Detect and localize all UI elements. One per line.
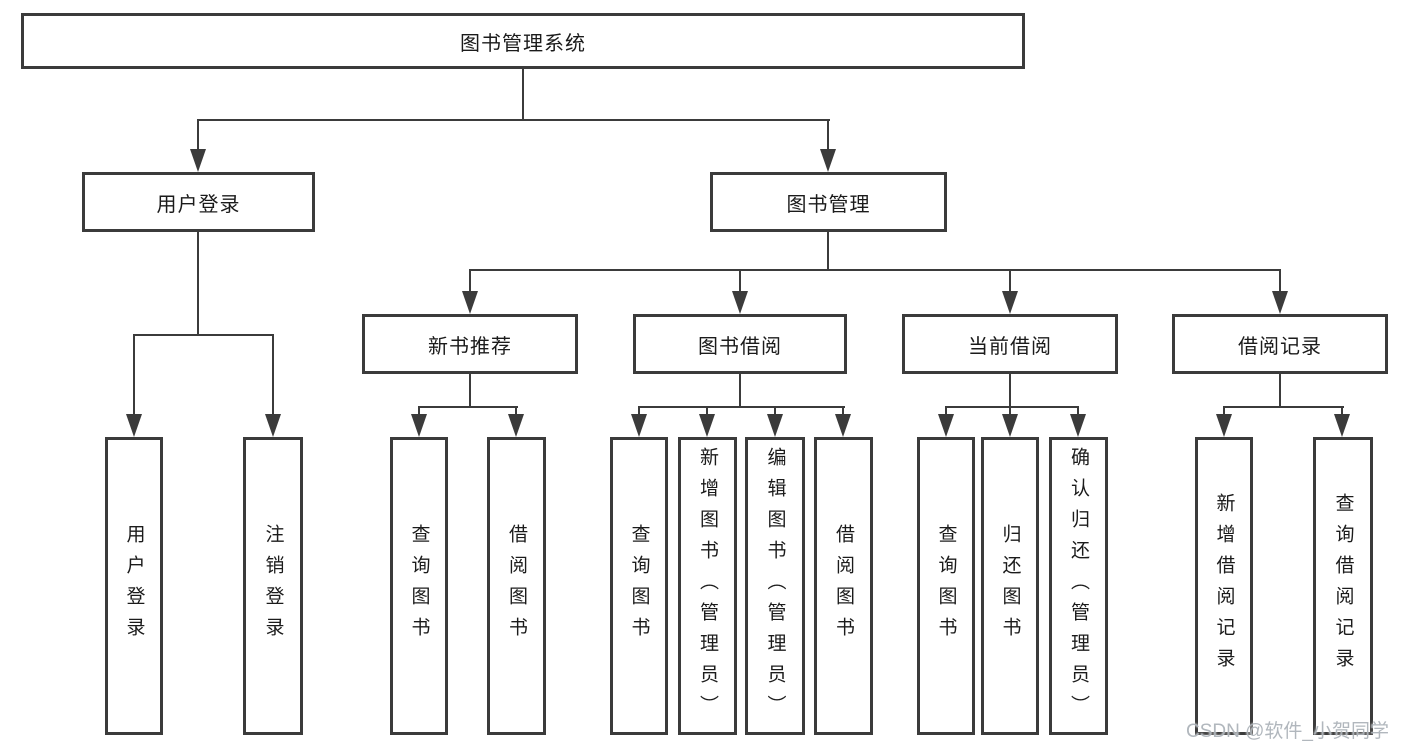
leaf-add-borrow-record: 新增借阅记录 xyxy=(1195,437,1253,735)
node-label: 查询图书 xyxy=(408,524,430,648)
connector-vline xyxy=(1009,406,1011,418)
connector-vline xyxy=(706,406,708,418)
node-label: 借阅图书 xyxy=(833,524,854,648)
node-label: 确认归还（管理员） xyxy=(1068,446,1089,726)
connector-vline xyxy=(197,119,199,167)
leaf-add-books-admin: 新增图书（管理员） xyxy=(678,437,737,735)
node-label: 注销登录 xyxy=(262,524,284,648)
node-label: 用户登录 xyxy=(123,524,145,648)
node-new-book-recommendation: 新书推荐 xyxy=(362,314,578,374)
leaf-search-books-recommend: 查询图书 xyxy=(390,437,448,735)
arrowhead-down-icon xyxy=(1002,291,1018,314)
connector-vline xyxy=(842,406,844,418)
connector-vline xyxy=(418,406,420,418)
node-label: 图书借阅 xyxy=(698,335,782,358)
arrowhead-down-icon xyxy=(265,414,281,437)
connector-vline xyxy=(522,69,524,121)
node-label: 新增借阅记录 xyxy=(1213,493,1235,679)
node-label: 查询图书 xyxy=(628,524,650,648)
leaf-user-login: 用户登录 xyxy=(105,437,163,735)
arrowhead-down-icon xyxy=(631,414,647,437)
arrowhead-down-icon xyxy=(767,414,783,437)
node-label: 借阅记录 xyxy=(1238,335,1322,358)
leaf-search-books-borrow: 查询图书 xyxy=(610,437,668,735)
connector-vline xyxy=(739,374,741,408)
connector-hline xyxy=(1223,406,1344,408)
node-label: 借阅图书 xyxy=(506,524,527,648)
node-label: 归还图书 xyxy=(999,524,1021,648)
arrowhead-down-icon xyxy=(699,414,715,437)
csdn-watermark: CSDN @软件_小贺同学 xyxy=(1186,721,1389,742)
connector-vline xyxy=(638,406,640,418)
node-current-borrowing: 当前借阅 xyxy=(902,314,1118,374)
arrowhead-down-icon xyxy=(1216,414,1232,437)
connector-vline xyxy=(1077,406,1079,418)
connector-vline xyxy=(827,119,829,167)
arrowhead-down-icon xyxy=(820,149,836,172)
arrowhead-down-icon xyxy=(938,414,954,437)
arrowhead-down-icon xyxy=(1334,414,1350,437)
node-label: 新增图书（管理员） xyxy=(697,446,718,726)
connector-vline xyxy=(739,269,741,294)
node-label: 查询借阅记录 xyxy=(1332,493,1354,679)
connector-vline xyxy=(1279,269,1281,294)
node-book-borrowing: 图书借阅 xyxy=(633,314,847,374)
connector-vline xyxy=(1009,269,1011,294)
node-user-login: 用户登录 xyxy=(82,172,315,232)
connector-hline xyxy=(418,406,518,408)
connector-hline xyxy=(945,406,1079,408)
arrowhead-down-icon xyxy=(190,149,206,172)
connector-hline xyxy=(133,334,274,336)
connector-vline xyxy=(774,406,776,418)
connector-vline xyxy=(515,406,517,418)
arrowhead-down-icon xyxy=(1002,414,1018,437)
connector-vline xyxy=(197,232,199,336)
connector-vline xyxy=(827,232,829,271)
connector-vline xyxy=(1279,374,1281,408)
leaf-return-books: 归还图书 xyxy=(981,437,1039,735)
node-label: 当前借阅 xyxy=(968,335,1052,358)
arrowhead-down-icon xyxy=(126,414,142,437)
leaf-search-books-current: 查询图书 xyxy=(917,437,975,735)
connector-vline xyxy=(469,374,471,408)
connector-hline xyxy=(638,406,845,408)
arrowhead-down-icon xyxy=(508,414,524,437)
leaf-borrow-books-borrow: 借阅图书 xyxy=(814,437,873,735)
connector-hline xyxy=(469,269,1281,271)
node-label: 查询图书 xyxy=(935,524,957,648)
connector-vline xyxy=(1009,374,1011,408)
node-label: 图书管理 xyxy=(786,193,871,216)
node-borrowing-records: 借阅记录 xyxy=(1172,314,1388,374)
leaf-confirm-return-admin: 确认归还（管理员） xyxy=(1049,437,1108,735)
node-library-management-system: 图书管理系统 xyxy=(21,13,1025,69)
arrowhead-down-icon xyxy=(411,414,427,437)
node-label: 用户登录 xyxy=(156,193,241,216)
connector-vline xyxy=(1341,406,1343,418)
arrowhead-down-icon xyxy=(1070,414,1086,437)
connector-hline xyxy=(197,119,830,121)
arrowhead-down-icon xyxy=(1272,291,1288,314)
arrowhead-down-icon xyxy=(835,414,851,437)
node-book-management: 图书管理 xyxy=(710,172,947,232)
arrowhead-down-icon xyxy=(732,291,748,314)
node-label: 图书管理系统 xyxy=(460,32,586,55)
connector-vline xyxy=(945,406,947,418)
connector-vline xyxy=(469,269,471,294)
connector-vline xyxy=(1223,406,1225,418)
leaf-borrow-books-recommend: 借阅图书 xyxy=(487,437,546,735)
arrowhead-down-icon xyxy=(462,291,478,314)
leaf-search-borrow-record: 查询借阅记录 xyxy=(1313,437,1373,735)
connector-vline xyxy=(272,334,274,416)
node-label: 新书推荐 xyxy=(428,335,512,358)
leaf-edit-books-admin: 编辑图书（管理员） xyxy=(745,437,805,735)
leaf-logout-login: 注销登录 xyxy=(243,437,303,735)
connector-vline xyxy=(133,334,135,416)
node-label: 编辑图书（管理员） xyxy=(764,446,786,726)
